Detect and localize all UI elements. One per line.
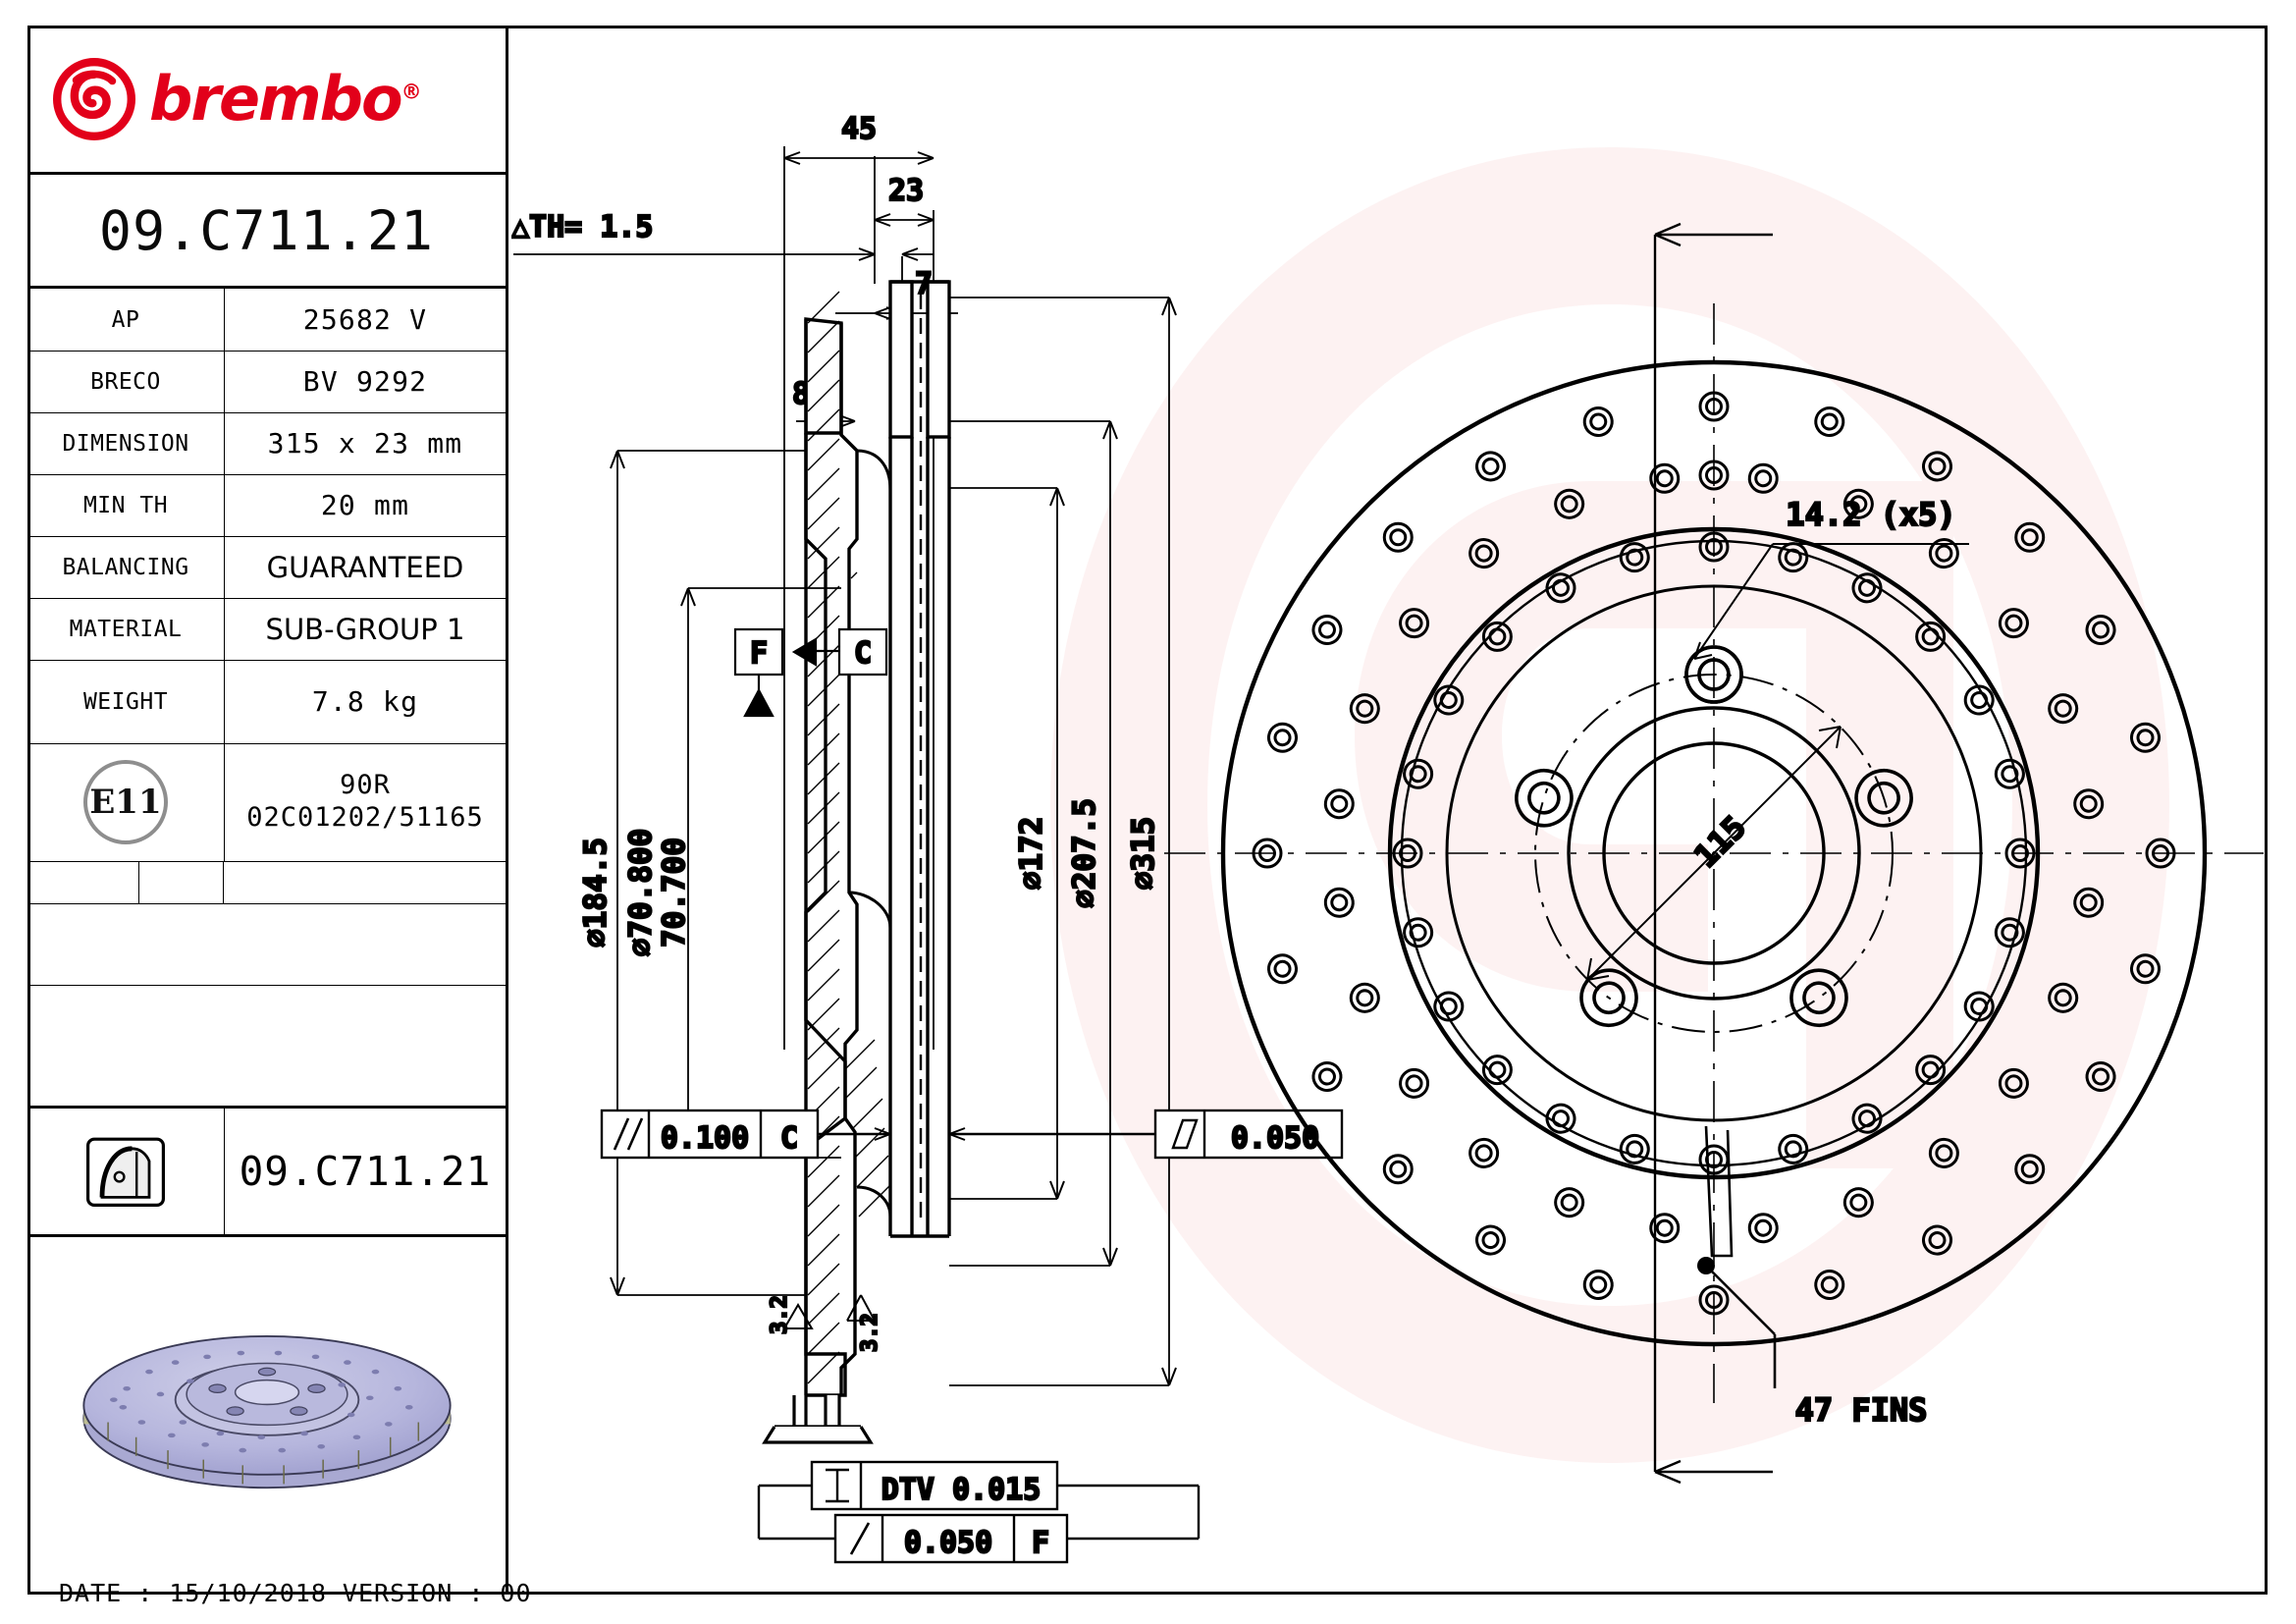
spec-value: 20 mm (320, 489, 410, 521)
spec-label: BRECO (27, 351, 225, 412)
pad-code-row: 09.C711.21 (27, 1106, 506, 1237)
spec-value: SUB-GROUP 1 (265, 612, 465, 646)
brand-wordmark: brembo® (149, 63, 422, 135)
spec-label: BALANCING (27, 536, 225, 598)
drawing-frame (27, 26, 2268, 1595)
part-code: 09.C711.21 (98, 198, 435, 262)
spec-label: WEIGHT (27, 660, 225, 743)
blank-cell-2 (139, 861, 224, 904)
dim-mid-dia: ⌀207.5 (1067, 798, 1102, 908)
spec-row-ap: AP 25682 V (27, 289, 506, 352)
surface-finish-2: 3.2 (858, 1313, 882, 1352)
label-bolt-hole-dia: 14.2 (x5) (1786, 496, 1955, 533)
registered-mark: ® (400, 80, 422, 104)
dim-bore-min: 70.700 (657, 838, 692, 947)
pad-part-code: 09.C711.21 (239, 1148, 492, 1195)
gdt-dtv-text: DTV 0.015 (881, 1473, 1041, 1507)
dim-th-tolerance: △TH= 1.5 (511, 210, 654, 244)
brand-name: brembo (149, 63, 403, 135)
homologation-value: 90R 02C01202/51165 (225, 743, 506, 861)
blank-notes-row (27, 861, 506, 986)
brake-disc-photo (27, 1231, 506, 1555)
dim-inner-friction-dia: ⌀172 (1014, 817, 1049, 891)
gdt-parallelism-tol: 0.100 (661, 1121, 749, 1156)
spec-row-min-th: MIN TH 20 mm (27, 474, 506, 537)
homologation-line1: 90R (340, 770, 391, 801)
spec-label: MATERIAL (27, 598, 225, 660)
spec-value: 25682 V (302, 303, 428, 336)
spec-label: MIN TH (27, 474, 225, 536)
label-pcd: 115 (1686, 808, 1753, 875)
blank-cell-3 (224, 861, 506, 904)
homologation-line2: 02C01202/51165 (246, 802, 484, 833)
dim-hub-outer-dia: ⌀184.5 (578, 838, 614, 947)
spec-row-weight: WEIGHT 7.8 kg (27, 660, 506, 744)
spec-row-balancing: BALANCING GUARANTEED (27, 536, 506, 599)
spec-label: AP (27, 289, 225, 351)
footer-date-version: DATE : 15/10/2018 VERSION : 00 (59, 1579, 532, 1607)
spec-value: GUARANTEED (266, 550, 464, 584)
spec-row-dimension: DIMENSION 315 x 23 mm (27, 412, 506, 475)
dim-hat-width: 23 (888, 174, 924, 208)
brand-logo-cell: brembo® (27, 26, 506, 175)
blank-cell-1 (27, 861, 139, 904)
label-fins: 47 FINS (1795, 1391, 1928, 1429)
info-panel: brembo® 09.C711.21 AP 25682 V BRECO BV 9… (27, 26, 508, 1595)
gdt-runout-datum: F (1032, 1526, 1049, 1560)
spec-value: BV 9292 (302, 365, 428, 398)
homologation-badge-cell: E11 (27, 743, 225, 861)
datum-f: F (750, 636, 768, 671)
part-code-cell: 09.C711.21 (27, 175, 506, 289)
spec-value: 7.8 kg (311, 685, 419, 718)
spec-row-material: MATERIAL SUB-GROUP 1 (27, 598, 506, 661)
dim-bore-max: ⌀70.800 (623, 829, 659, 957)
e11-badge-icon: E11 (83, 760, 168, 844)
spec-label: DIMENSION (27, 412, 225, 474)
spec-value: 315 x 23 mm (267, 427, 463, 460)
gdt-parallelism-datum: C (780, 1121, 798, 1156)
dim-overall-width: 45 (841, 112, 877, 146)
spec-row-breco: BRECO BV 9292 (27, 351, 506, 413)
surface-finish-1: 3.2 (768, 1295, 792, 1334)
homologation-row: E11 90R 02C01202/51165 (27, 743, 506, 862)
technical-drawing: 45 23 △TH= 1.5 7 8 (511, 28, 2265, 1592)
dim-outer-dia: ⌀315 (1126, 817, 1161, 891)
brembo-b-logo-icon (53, 57, 135, 140)
gdt-runout-tol: 0.050 (904, 1526, 992, 1560)
brake-pad-icon (27, 1109, 225, 1234)
datum-c: C (854, 636, 872, 671)
